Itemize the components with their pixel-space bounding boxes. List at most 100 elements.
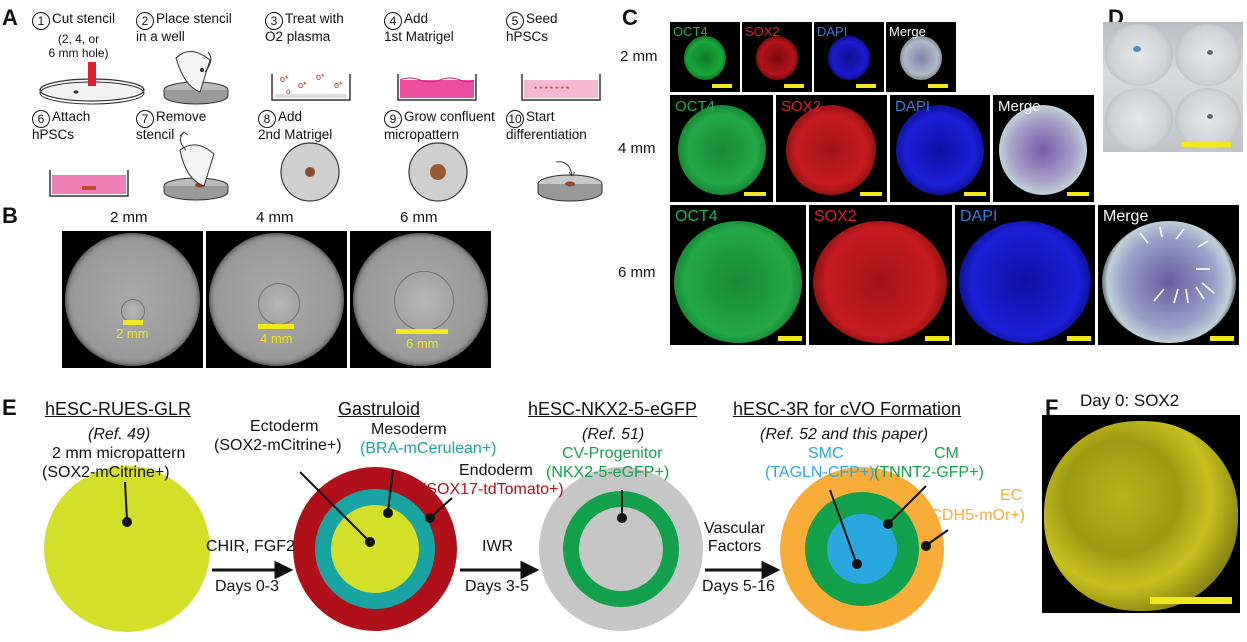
scale-bar	[712, 84, 732, 88]
step-label: Start differentiation	[506, 109, 587, 142]
channel-label: OCT4	[675, 208, 718, 225]
scale-bar	[1150, 597, 1232, 604]
colony	[674, 221, 802, 343]
c-4mm-sox2-image: SOX2	[776, 95, 887, 202]
stage2-ectoderm-reporter: (SOX2-mCitrine+)	[214, 437, 342, 454]
step-label: Place stencil in a well	[136, 11, 232, 44]
svg-text:o: o	[286, 87, 291, 96]
well	[1105, 24, 1173, 86]
c-6mm-oct4-image: OCT4	[670, 205, 806, 345]
stage4-cm-label: CM	[934, 445, 959, 462]
c-6mm-merge-image: Merge	[1098, 205, 1239, 345]
second-matrigel-illustration	[280, 142, 340, 202]
stage2-mesoderm-label: Mesoderm	[371, 421, 447, 438]
stage2-endoderm-label: Endoderm	[459, 462, 533, 479]
step-label: Cut stencil	[52, 11, 116, 26]
scale-label: 4 mm	[260, 331, 293, 346]
arrow3-days: Days 5-16	[702, 578, 775, 595]
panel-b-header-4mm: 4 mm	[256, 209, 294, 226]
channel-label: Merge	[889, 24, 926, 39]
svg-text:o*: o*	[316, 72, 325, 82]
panel-e-diagram	[44, 466, 949, 632]
sox2-colony	[1044, 421, 1238, 611]
stencil-in-well-illustration	[163, 51, 229, 105]
start-differentiation-illustration	[537, 161, 603, 202]
stage4-cm-reporter: (TNNT2-GFP+)	[874, 464, 984, 481]
well	[1105, 88, 1173, 150]
stage1-title: hESC-RUES-GLR	[45, 399, 192, 419]
migration-arrows	[1139, 226, 1215, 304]
c-4mm-oct4-image: OCT4	[670, 95, 773, 202]
step-label: Treat with O2 plasma	[265, 11, 344, 44]
channel-label: SOX2	[781, 98, 822, 115]
channel-label: DAPI	[895, 98, 931, 115]
confluent-micropattern-illustration	[408, 142, 468, 202]
stage2-ectoderm-label: Ectoderm	[250, 418, 319, 435]
stage1-desc: 2 mm micropattern	[52, 445, 186, 462]
step-label: Grow confluent micropattern	[384, 109, 495, 142]
scale-bar	[928, 84, 948, 88]
scale-bar	[744, 192, 766, 196]
channel-label: OCT4	[675, 98, 716, 115]
stencil-disc-illustration	[39, 62, 145, 105]
scale-bar	[1181, 142, 1231, 147]
panel-b-letter: B	[2, 203, 18, 228]
colony	[828, 36, 870, 80]
remove-stencil-illustration	[163, 131, 229, 201]
svg-text:o*: o*	[280, 74, 289, 84]
colony	[786, 105, 876, 195]
well	[1175, 88, 1241, 150]
colony	[756, 36, 798, 80]
scale-bar	[1210, 336, 1234, 341]
stage4-ec-reporter: (CDH5-mOr+)	[925, 507, 1025, 524]
c-2mm-merge-image: Merge	[886, 22, 956, 92]
c-2mm-sox2-image: SOX2	[742, 22, 812, 92]
step-label: Attach hPSCs	[32, 109, 91, 142]
stage2-endoderm-reporter: (SOX17-tdTomato+)	[421, 481, 564, 498]
stage4-ec-label: EC	[1000, 487, 1023, 504]
svg-text:o*: o*	[298, 80, 307, 90]
panel-b-image-4mm: 4 mm	[206, 231, 347, 368]
stage4-smc-reporter: (TAGLN-CFP+)	[765, 464, 875, 481]
c-6mm-dapi-image: DAPI	[955, 205, 1095, 345]
panel-b-header-6mm: 6 mm	[400, 209, 438, 226]
stage1-ref: (Ref. 49)	[88, 426, 151, 443]
c-2mm-oct4-image: OCT4	[670, 22, 740, 92]
panel-c-row-label-6mm: 6 mm	[618, 264, 656, 281]
channel-label: SOX2	[814, 208, 857, 225]
cvo-speck	[1207, 114, 1213, 119]
stage4-smc-label: SMC	[808, 445, 844, 462]
attach-cells-well-illustration	[49, 170, 129, 197]
c-2mm-dapi-image: DAPI	[814, 22, 884, 92]
stage3-desc: CV-Progenitor	[562, 445, 663, 462]
arrow3-factor: Vascular Factors	[704, 520, 766, 555]
panel-a-letter: A	[2, 5, 18, 30]
colony	[678, 105, 766, 195]
well	[1175, 24, 1241, 86]
channel-label: DAPI	[817, 24, 848, 39]
plasma-well-illustration: o* o* o* o* o	[271, 72, 351, 101]
stage2-ectoderm-core	[331, 505, 419, 593]
stage2-title: Gastruloid	[338, 399, 421, 419]
channel-label: SOX2	[745, 24, 780, 39]
stage3-center	[579, 507, 663, 591]
panel-c-row-label-2mm: 2 mm	[620, 48, 658, 65]
channel-label: OCT4	[673, 24, 708, 39]
scale-bar	[258, 324, 294, 329]
panel-b-header-2mm: 2 mm	[110, 209, 148, 226]
panel-f-letter: F	[1045, 395, 1059, 420]
scale-bar	[778, 336, 802, 341]
arrow1-factor: CHIR, FGF2	[206, 538, 295, 555]
scale-label: 2 mm	[116, 326, 149, 341]
stage3-ref: (Ref. 51)	[582, 426, 645, 443]
colony	[684, 36, 726, 80]
scale-bar	[784, 84, 804, 88]
arrow1-days: Days 0-3	[215, 578, 280, 595]
panel-b-image-2mm: 2 mm	[62, 231, 203, 368]
scale-bar	[1067, 336, 1091, 341]
stage1-micropattern-circle	[44, 466, 210, 632]
colony	[896, 105, 984, 195]
micropattern-4mm	[258, 283, 300, 325]
